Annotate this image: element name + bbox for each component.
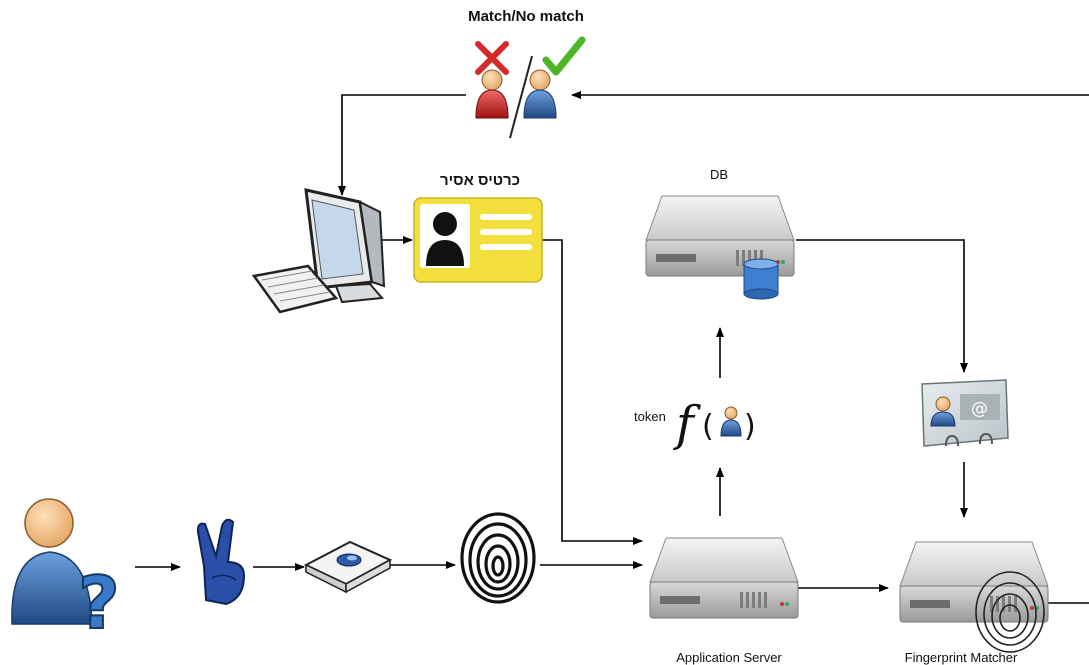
svg-text:f: f xyxy=(673,396,701,452)
token-label: token xyxy=(634,409,666,424)
computer-workstation-icon xyxy=(251,188,386,314)
template-card-icon: @ xyxy=(921,379,1009,447)
database-server-icon xyxy=(645,195,795,300)
application-server-icon xyxy=(649,537,799,619)
prisoner-id-card-icon xyxy=(413,197,543,283)
victory-hand-icon xyxy=(196,518,246,606)
fingerprint-icon xyxy=(460,512,536,604)
application-server-label: Application Server xyxy=(676,650,782,665)
svg-text:(: ( xyxy=(702,409,714,444)
arrow-match-to-workstation xyxy=(338,94,466,196)
fingerprint-matcher-server-icon xyxy=(899,541,1049,653)
id-card-label: כרטיס אסיר xyxy=(439,172,521,189)
db-label: DB xyxy=(709,167,729,182)
unknown-user-icon: ? xyxy=(11,498,121,646)
match-no-match-icon xyxy=(475,36,586,139)
svg-text:@: @ xyxy=(971,399,988,419)
fingerprint-scanner-icon xyxy=(303,540,393,594)
arrow-card-to-app-server xyxy=(542,239,643,545)
arrow-app-server-to-matcher xyxy=(795,584,889,598)
token-function-icon: f ( ) xyxy=(673,396,756,452)
fingerprint-matcher-label: Fingerprint Matcher xyxy=(904,650,1018,665)
connectors xyxy=(135,91,1089,604)
match-result-title: Match/No match xyxy=(468,8,584,25)
svg-text:): ) xyxy=(744,409,756,444)
svg-text:?: ? xyxy=(78,561,120,645)
arrow-db-to-template xyxy=(796,239,968,373)
